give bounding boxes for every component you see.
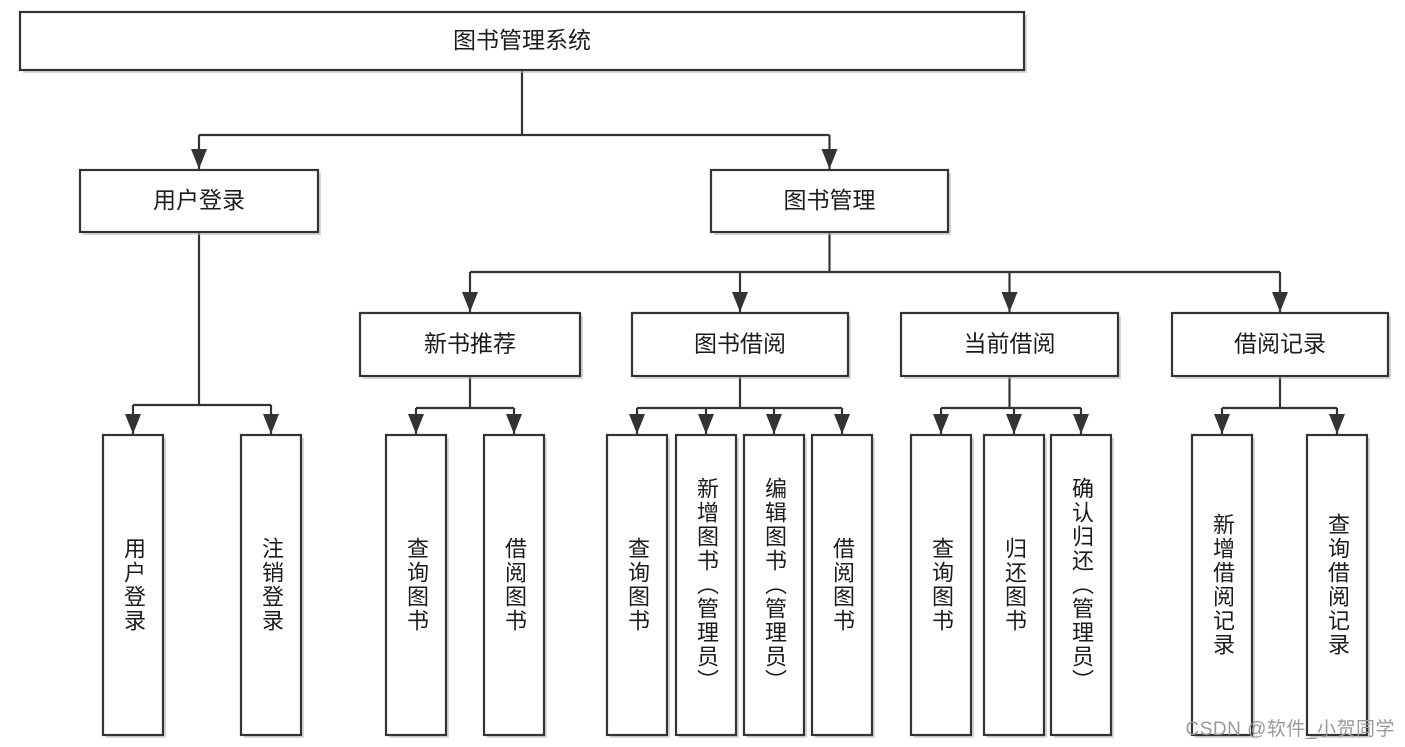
arrow-head-icon: [766, 414, 782, 434]
node-label-borrow-record: 借阅记录: [1234, 331, 1326, 357]
arrow-head-icon: [1073, 414, 1089, 434]
node-box-leaf-user-login[interactable]: [101, 433, 165, 737]
node-box-leaf-rec-borrow-book[interactable]: [482, 433, 546, 737]
arrow-head-icon: [1214, 414, 1230, 434]
node-label-book-manage: 图书管理: [784, 187, 876, 213]
node-label-book-borrow: 图书借阅: [694, 331, 786, 357]
node-box-user-login[interactable]: [78, 168, 320, 234]
node-box-root[interactable]: [18, 10, 1026, 72]
arrow-head-icon: [732, 292, 748, 312]
node-box-borrow-record[interactable]: [1170, 311, 1390, 378]
node-box-leaf-borrow-query-book[interactable]: [605, 433, 669, 737]
node-box-leaf-rec-add-record[interactable]: [1190, 433, 1254, 737]
arrow-head-icon: [1001, 292, 1018, 312]
node-box-leaf-cur-confirm-return[interactable]: [1049, 433, 1113, 737]
arrow-head-icon: [933, 414, 949, 434]
node-label-user-login: 用户登录: [153, 187, 245, 213]
arrow-head-icon: [506, 414, 522, 434]
node-box-leaf-cur-query-book[interactable]: [909, 433, 973, 737]
node-box-leaf-rec-query-record[interactable]: [1305, 433, 1369, 737]
node-box-current-borrow[interactable]: [899, 311, 1120, 378]
node-boxes: [18, 10, 1391, 738]
arrow-head-icon: [191, 149, 207, 169]
arrow-head-icon: [263, 414, 279, 434]
node-box-leaf-borrow-edit-book[interactable]: [742, 433, 806, 737]
arrow-head-icon: [629, 414, 645, 434]
node-label-new-book-rec: 新书推荐: [424, 331, 516, 357]
node-box-leaf-borrow-borrow-book[interactable]: [810, 433, 874, 737]
arrow-head-icon: [125, 414, 141, 434]
arrow-head-icon: [698, 414, 714, 434]
node-box-book-borrow[interactable]: [630, 311, 850, 378]
watermark-text: CSDN @软件_小贺同学: [1185, 719, 1395, 740]
node-box-leaf-user-logout[interactable]: [239, 433, 303, 737]
node-label-root: 图书管理系统: [453, 27, 591, 53]
arrow-head-icon: [1329, 414, 1345, 434]
node-box-book-manage[interactable]: [709, 168, 950, 234]
node-box-leaf-rec-query-book[interactable]: [384, 433, 448, 737]
node-box-leaf-cur-return-book[interactable]: [982, 433, 1046, 737]
arrow-head-icon: [408, 414, 424, 434]
arrow-head-icon: [1006, 414, 1022, 434]
arrow-head-icon: [1272, 292, 1288, 312]
node-box-new-book-rec[interactable]: [358, 311, 582, 378]
arrow-head-icon: [821, 149, 838, 169]
connector-lines: [125, 70, 1345, 434]
arrow-head-icon: [462, 292, 478, 312]
node-label-current-borrow: 当前借阅: [964, 331, 1056, 357]
node-box-leaf-borrow-add-book[interactable]: [674, 433, 738, 737]
arrow-head-icon: [834, 414, 850, 434]
